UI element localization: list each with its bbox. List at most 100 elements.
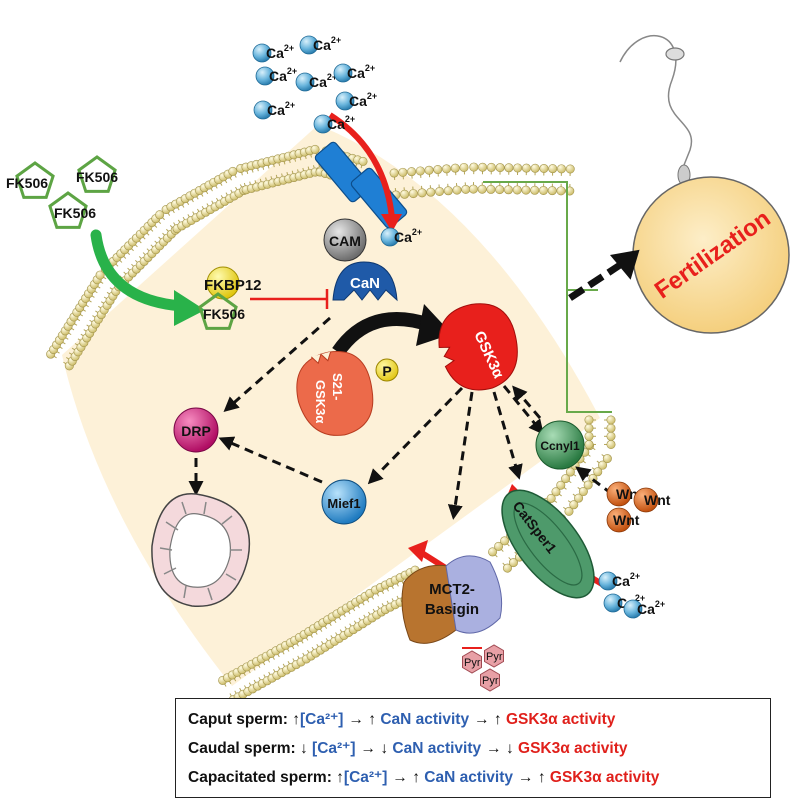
lipid-head (548, 164, 558, 174)
pyr-label: Pyr (486, 651, 503, 663)
lipid-head (606, 439, 616, 449)
lipid-head (606, 423, 616, 433)
lipid-head (477, 184, 487, 194)
ccnyl1-label: Ccnyl1 (540, 439, 580, 453)
can-label: CaN (350, 275, 380, 292)
calcium-label: Ca2+ (349, 91, 377, 109)
lipid-head (228, 166, 238, 176)
lipid-head (452, 185, 462, 195)
calcium-label: Ca2+ (612, 571, 640, 589)
lipid-head (584, 439, 594, 449)
lipid-head (598, 460, 608, 470)
calcium-label: Ca2+ (266, 43, 294, 61)
calcium-ion: Ca2+ (335, 91, 377, 111)
lipid-head (508, 558, 518, 568)
lipid-head (574, 493, 584, 503)
lipid-head (556, 480, 566, 490)
legend-gsk: GSK3α activity (549, 769, 660, 786)
lipid-head (494, 541, 504, 551)
lipid-head (546, 493, 556, 503)
phosphate-label: P (382, 363, 391, 379)
dashed-arrows (188, 316, 613, 520)
fk506-entry-arrow (90, 229, 188, 312)
fk506-label: FK506 (54, 205, 96, 221)
s21-gsk3a-label: GSK3α (313, 380, 328, 423)
lipid-head (503, 185, 513, 195)
lipid-head (488, 547, 498, 557)
legend-arrow1: ↑ (336, 769, 344, 786)
ccnyl1-protein (535, 420, 585, 470)
calcium-ion: Ca2+ (598, 571, 640, 591)
mief1-protein (321, 479, 367, 525)
lipid-head (593, 467, 603, 477)
fk506-label: FK506 (203, 306, 245, 322)
fkbp12-label: FKBP12 (204, 277, 262, 294)
lipid-head (565, 467, 575, 477)
pyruvate-molecule: Pyr (484, 644, 504, 668)
can-protein (332, 261, 398, 302)
calcium-ion: Ca2+ (255, 66, 297, 86)
s21-gsk3a (296, 350, 374, 436)
calcium-ion: Ca2+ (295, 72, 337, 92)
lipid-head (495, 163, 505, 173)
lipid-head (408, 189, 418, 199)
wnt-molecule: Wnt (606, 507, 640, 533)
lipid-head (606, 431, 616, 441)
legend-arrow2: → ↓ (360, 740, 393, 757)
pyruvate-molecule: Pyr (462, 650, 482, 674)
lipid-head (398, 167, 408, 177)
lipid-head (521, 185, 531, 195)
sperm-fertilization: Fertilization (619, 35, 790, 334)
fk506-molecule: FK506 (198, 292, 245, 330)
wnt-label: Wnt (613, 512, 640, 528)
calcium-label: Ca2+ (313, 35, 341, 53)
legend-ca: [Ca²⁺] (307, 740, 356, 757)
lipid-head (461, 184, 471, 194)
calcium-ion: Ca2+ (623, 599, 665, 619)
lipid-head (459, 162, 469, 172)
calcium-ion: Ca2+ (299, 35, 341, 55)
lipid-head (495, 185, 505, 195)
lipid-head (415, 166, 425, 176)
legend-arrow1: ↓ (299, 740, 308, 757)
calcium-label: Ca2+ (269, 66, 297, 84)
mct2-basigin (401, 555, 503, 644)
lipid-head (551, 487, 561, 497)
calcium-channel (314, 112, 408, 232)
fk506-label: FK506 (76, 169, 118, 185)
lipid-head (442, 164, 452, 174)
legend-row: Capacitated sperm: ↑[Ca²⁺]→ ↑ CaN activi… (188, 763, 770, 792)
cell-membrane (46, 144, 616, 705)
calcium-label: Ca2+ (267, 100, 295, 118)
lipid-head (565, 164, 575, 174)
lipid-head (95, 270, 105, 280)
legend-arrow3: → ↑ (474, 711, 506, 728)
lipid-head (530, 163, 540, 173)
pyr-label: Pyr (482, 675, 499, 687)
legend-ca: [Ca²⁺] (299, 711, 344, 728)
calcium-label: Ca2+ (347, 63, 375, 81)
legend-box: Caput sperm: ↑[Ca²⁺]→ ↑ CaN activity→ ↑ … (175, 698, 771, 798)
lipid-head (584, 423, 594, 433)
mct2-label: MCT2- (429, 581, 475, 598)
lipid-head (584, 415, 594, 425)
mitochondrion (151, 493, 251, 607)
lipid-head (435, 186, 445, 196)
legend-arrow1: ↑ (292, 711, 300, 728)
cam-label: CAM (329, 233, 361, 249)
legend-prefix: Capacitated sperm: (188, 769, 337, 786)
lipid-head (530, 185, 540, 195)
lipid-head (450, 163, 460, 173)
lipid-head (468, 184, 478, 194)
fk506-molecule: FK506 (48, 191, 96, 229)
wnt-label: Wnt (644, 492, 671, 508)
fk506-molecule: FK506 (6, 161, 55, 199)
lipid-head (486, 184, 496, 194)
fk506-label: FK506 (6, 175, 48, 191)
calcium-label: Ca2+ (637, 599, 665, 617)
calcium-ion: Ca2+ (333, 63, 375, 83)
lipid-head (606, 415, 616, 425)
mief1-label: Mief1 (327, 496, 360, 511)
